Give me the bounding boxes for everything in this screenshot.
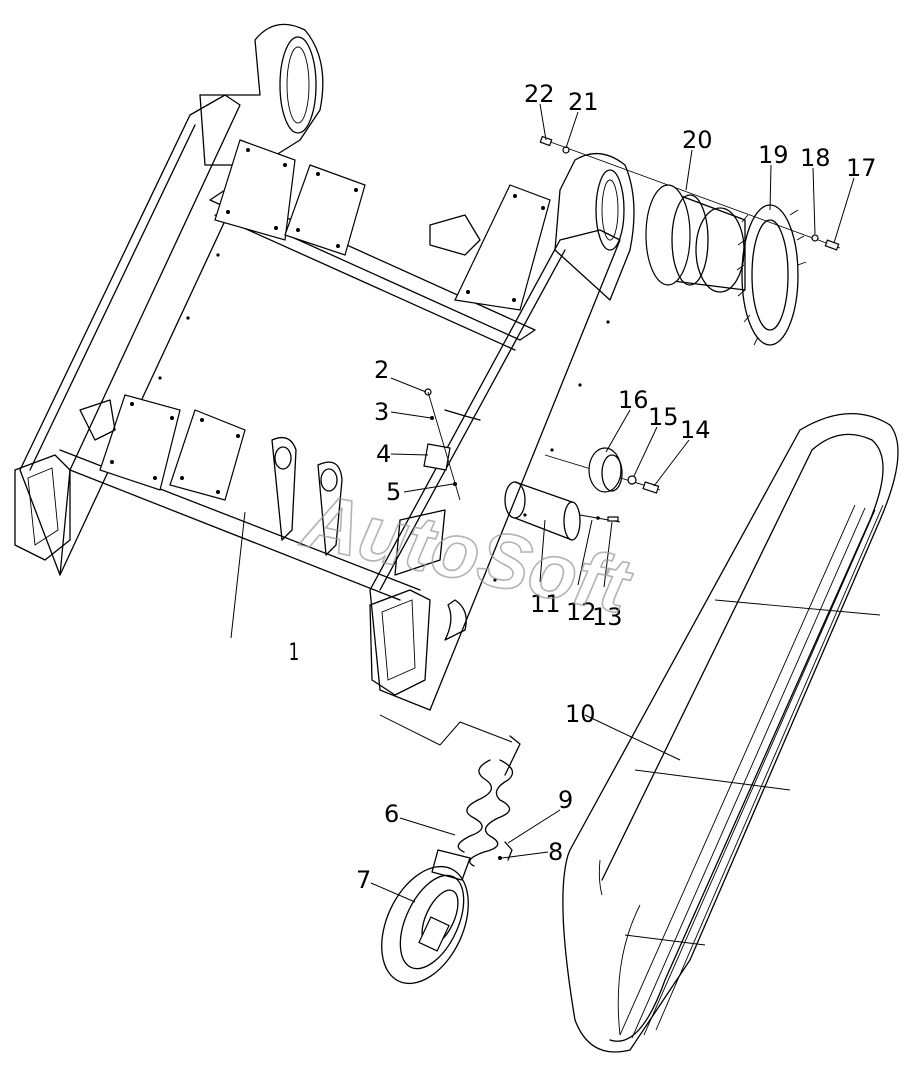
callout-16: 16 [618, 386, 649, 414]
sprocket-19 [736, 204, 807, 346]
bolt-22 [539, 135, 553, 147]
watermark: AutoSoft [295, 475, 640, 631]
callout-9: 9 [558, 786, 573, 814]
callout-21: 21 [568, 88, 599, 116]
callout-12: 12 [566, 598, 597, 626]
recoil-spring-6 [431, 735, 521, 881]
callout-4: 4 [376, 440, 391, 468]
final-drive-motor-20 [645, 184, 746, 293]
callout-14: 14 [680, 416, 711, 444]
callout-7: 7 [356, 866, 371, 894]
callout-1: 1 [289, 638, 300, 666]
callout-5: 5 [386, 478, 401, 506]
callout-17: 17 [846, 154, 877, 182]
callout-22: 22 [524, 80, 555, 108]
callout-19: 19 [758, 141, 789, 169]
callout-13: 13 [592, 603, 623, 631]
part-13 [607, 516, 619, 522]
washer-18 [811, 234, 819, 242]
leader-lines [230, 103, 855, 903]
callout-6: 6 [384, 800, 399, 828]
callout-15: 15 [648, 403, 679, 431]
track-frame [14, 23, 635, 711]
washer-15 [627, 475, 637, 485]
part-12 [596, 516, 600, 520]
callout-10: 10 [565, 700, 596, 728]
part-3 [430, 416, 434, 420]
callout-11: 11 [530, 590, 561, 618]
carrier-roller-16 [588, 447, 623, 493]
bolt-14 [642, 481, 660, 494]
callout-20: 20 [682, 126, 713, 154]
callout-18: 18 [800, 144, 831, 172]
rubber-track-10 [562, 412, 899, 1053]
callout-labels: 1 2 3 4 5 6 7 8 9 10 11 12 13 14 15 16 1… [289, 80, 877, 894]
idler-wheel-7 [381, 865, 469, 985]
callout-8: 8 [548, 838, 563, 866]
callout-2: 2 [374, 356, 389, 384]
part-4 [423, 443, 451, 471]
callout-3: 3 [374, 398, 389, 426]
tube-11 [504, 481, 581, 541]
bolt-17 [824, 239, 840, 251]
part-8 [498, 856, 502, 860]
